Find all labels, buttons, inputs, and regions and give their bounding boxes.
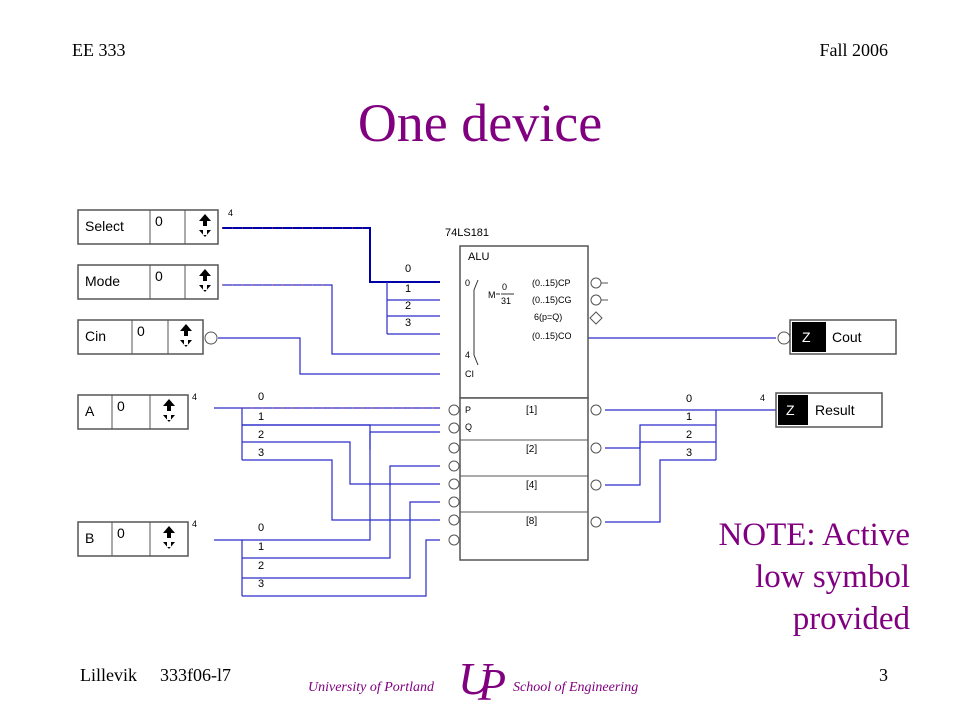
svg-text:6(p=Q): 6(p=Q) — [534, 312, 562, 322]
stepper-arrows-icon — [163, 399, 175, 422]
svg-text:[2]: [2] — [526, 444, 537, 455]
svg-text:0: 0 — [465, 278, 470, 288]
svg-text:3: 3 — [405, 317, 411, 329]
svg-text:Result: Result — [815, 402, 855, 418]
svg-text:0: 0 — [258, 522, 264, 534]
svg-text:P: P — [477, 659, 506, 704]
svg-text:M: M — [488, 290, 496, 300]
mode-value: 0 — [155, 268, 163, 284]
svg-text:4: 4 — [465, 350, 470, 360]
svg-text:Q: Q — [465, 422, 472, 432]
svg-text:1: 1 — [686, 411, 692, 423]
active-low-note: NOTE: Active low symbol provided — [718, 517, 910, 637]
b-label: B — [85, 530, 94, 546]
select-input[interactable]: Select 0 4 — [77, 208, 233, 245]
svg-text:3: 3 — [258, 578, 264, 590]
svg-text:2: 2 — [258, 560, 264, 572]
svg-text:(0..15)CO: (0..15)CO — [532, 331, 572, 341]
author-label: Lillevik — [80, 665, 137, 685]
svg-text:31: 31 — [501, 296, 511, 306]
svg-text:0: 0 — [686, 393, 692, 405]
svg-text:4: 4 — [228, 208, 233, 218]
mode-input[interactable]: Mode 0 — [77, 264, 219, 300]
svg-text:[8]: [8] — [526, 516, 537, 527]
svg-text:P: P — [465, 405, 471, 415]
term-label: Fall 2006 — [819, 40, 888, 60]
university-logo: University of Portland U P School of Eng… — [308, 652, 648, 704]
svg-text:1: 1 — [258, 541, 264, 553]
svg-text:2: 2 — [405, 300, 411, 312]
a-label: A — [85, 403, 95, 419]
result-output: 4 Z Result — [760, 392, 883, 428]
stepper-arrows-icon — [180, 324, 192, 347]
mode-label: Mode — [85, 273, 120, 289]
svg-text:1: 1 — [405, 283, 411, 295]
page-number: 3 — [879, 665, 888, 685]
svg-text:(0..15)CP: (0..15)CP — [532, 278, 571, 288]
svg-text:2: 2 — [258, 429, 264, 441]
svg-text:1: 1 — [258, 411, 264, 423]
svg-text:0: 0 — [258, 391, 264, 403]
svg-text:2: 2 — [686, 429, 692, 441]
cin-value: 0 — [137, 323, 145, 339]
course-label: EE 333 — [72, 40, 126, 60]
svg-text:0: 0 — [405, 263, 411, 275]
svg-text:3: 3 — [686, 447, 692, 459]
stepper-arrows-icon — [163, 526, 175, 549]
select-value: 0 — [155, 213, 163, 229]
chip-part-number: 74LS181 — [445, 227, 489, 239]
svg-text:Z: Z — [786, 402, 795, 418]
b-value: 0 — [117, 525, 125, 541]
stepper-arrows-icon — [199, 269, 211, 292]
svg-text:Cout: Cout — [832, 329, 862, 345]
slide-id-label: 333f06-l7 — [160, 665, 231, 685]
school-name: School of Engineering — [513, 680, 639, 695]
svg-text:3: 3 — [258, 447, 264, 459]
alu-chip: 74LS181 ALU 0 M 0 31 4 CI P Q (0..15)CP … — [445, 227, 608, 561]
cin-label: Cin — [85, 328, 106, 344]
svg-text:[1]: [1] — [526, 405, 537, 416]
svg-text:[4]: [4] — [526, 480, 537, 491]
cout-output: Z Cout — [777, 319, 897, 355]
university-name: University of Portland — [308, 680, 434, 695]
svg-text:(0..15)CG: (0..15)CG — [532, 295, 572, 305]
svg-text:ALU: ALU — [468, 251, 489, 263]
b-input[interactable]: B 0 4 — [77, 519, 197, 557]
a-value: 0 — [117, 398, 125, 414]
svg-text:4: 4 — [192, 519, 197, 529]
svg-text:0: 0 — [502, 282, 507, 292]
svg-text:CI: CI — [465, 369, 474, 379]
svg-text:U: U — [458, 653, 494, 704]
svg-text:4: 4 — [760, 393, 765, 403]
svg-text:4: 4 — [192, 392, 197, 402]
up-logo-icon: U P — [458, 653, 506, 704]
stepper-arrows-icon — [199, 214, 211, 237]
cin-input[interactable]: Cin 0 — [77, 319, 218, 355]
slide-title: One device — [357, 93, 603, 153]
a-input[interactable]: A 0 4 — [77, 392, 197, 430]
select-label: Select — [85, 218, 124, 234]
svg-text:Z: Z — [802, 329, 811, 345]
